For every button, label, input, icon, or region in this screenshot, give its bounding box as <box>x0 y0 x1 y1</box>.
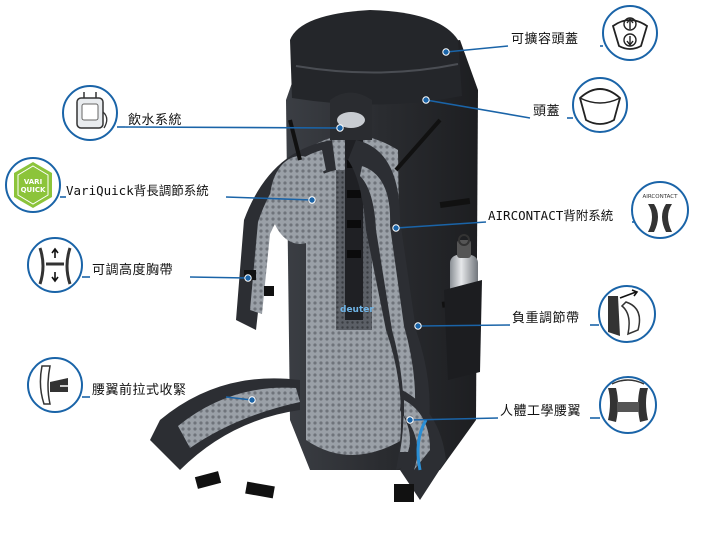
leader-line-variquick <box>225 196 313 201</box>
leader-dot-aircontact <box>392 224 400 232</box>
lid-icon <box>572 77 628 133</box>
leader-line-ergonomic-hip <box>409 417 499 421</box>
hipbelt-pull-icon <box>27 357 83 413</box>
brand-logo: deuter <box>340 305 374 315</box>
label-lid: 頭蓋 <box>533 104 561 119</box>
leader-line-load-adjust <box>417 324 511 327</box>
label-chest-strap: 可調高度胸帶 <box>92 263 174 278</box>
aircontact-icon: AIRCONTACT <box>631 181 689 239</box>
chest-strap-icon <box>27 237 83 293</box>
label-ergonomic-hip: 人體工學腰翼 <box>500 404 582 419</box>
leader-dot-hip-belt-pull <box>248 396 256 404</box>
leader-line-hip-belt-pull <box>225 396 253 401</box>
leader-line-expandable-lid <box>445 45 509 53</box>
label-aircontact: AIRCONTACT背附系統 <box>488 208 614 223</box>
ergonomic-hip-icon <box>599 376 657 434</box>
leader-dot-chest-strap <box>244 274 252 282</box>
pack-lid <box>290 10 462 105</box>
label-load-adjust: 負重調節帶 <box>512 311 580 326</box>
backpack-illustration: deuter <box>150 10 482 502</box>
load-strap-icon <box>598 285 656 343</box>
label-hydration: 飲水系統 <box>128 113 183 128</box>
label-hip-belt-pull: 腰翼前拉式收緊 <box>92 383 187 398</box>
label-variquick: VariQuick背長調節系統 <box>66 183 209 198</box>
label-expandable-lid: 可擴容頭蓋 <box>511 32 579 47</box>
leader-line-lid <box>425 99 531 119</box>
leader-lines <box>60 45 634 424</box>
leader-dot-load-adjust <box>414 322 422 330</box>
svg-text:VARI: VARI <box>24 178 42 186</box>
leader-dot-expandable-lid <box>442 48 450 56</box>
variquick-badge-icon: VARI QUICK <box>5 157 61 213</box>
leader-line-hydration <box>124 126 341 129</box>
svg-text:QUICK: QUICK <box>21 186 46 194</box>
leader-dot-hydration <box>336 124 344 132</box>
hydration-bag-icon <box>62 85 118 141</box>
leader-dot-lid <box>422 96 430 104</box>
leader-line-chest-strap <box>189 276 249 279</box>
leader-dot-variquick <box>308 196 316 204</box>
leader-line-aircontact <box>395 221 487 229</box>
expand-lid-icon <box>602 5 658 61</box>
svg-text:AIRCONTACT: AIRCONTACT <box>642 194 678 200</box>
leader-dot-ergonomic-hip <box>406 416 414 424</box>
